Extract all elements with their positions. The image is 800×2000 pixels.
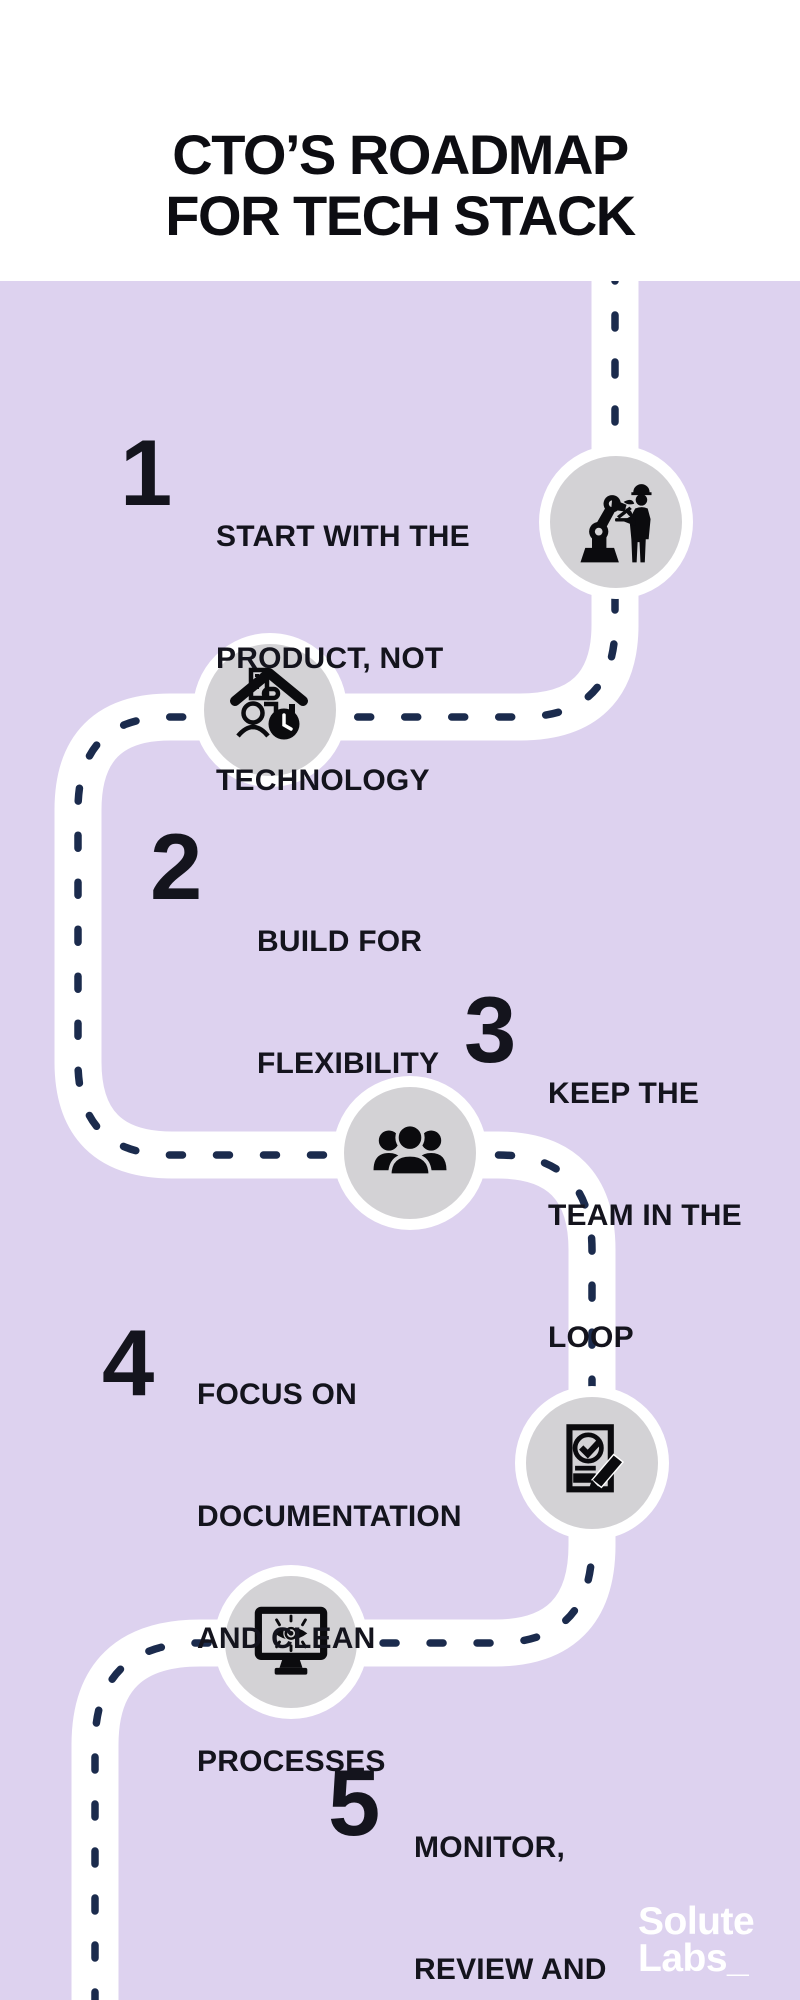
step-1-node [539,445,693,599]
document-checklist-icon [566,1424,625,1493]
title-band [0,0,800,281]
step-2-label: BUILD FOR FLEXIBILITY [257,924,440,1080]
solutelabs-logo: Solute Labs_ [638,1900,755,1981]
work-from-home-icon [230,667,308,740]
monitor-eye-icon [254,1606,328,1675]
step-4-node [515,1386,669,1540]
step-5-number: 5 [328,1750,380,1855]
step-3-number: 3 [464,977,516,1082]
team-group-icon [373,1123,447,1177]
step-2-number: 2 [150,814,202,919]
page-title: CTO’S ROADMAP FOR TECH STACK [0,122,800,248]
step-4-number: 4 [102,1310,154,1415]
step-1-number: 1 [120,420,172,525]
step-3-node [333,1076,487,1230]
logo-line-1: Solute [638,1900,755,1943]
step-4-label: FOCUS ON DOCUMENTATION AND CLEAN PROCESS… [197,1377,462,1778]
robot-engineer-icon [580,484,652,563]
step-3-label: KEEP THE TEAM IN THE LOOP [548,1076,742,1355]
title-line-2: FOR TECH STACK [165,184,636,248]
step-5-node [214,1565,368,1719]
step-5-label: MONITOR, REVIEW AND EVOLVE [414,1830,607,1986]
logo-line-2: Labs_ [638,1937,749,1981]
step-2-node [193,633,347,787]
road-center-dashes [74,264,619,2000]
step-1-label: START WITH THE PRODUCT, NOT TECHNOLOGY [216,519,470,798]
title-line-1: CTO’S ROADMAP [172,122,629,186]
